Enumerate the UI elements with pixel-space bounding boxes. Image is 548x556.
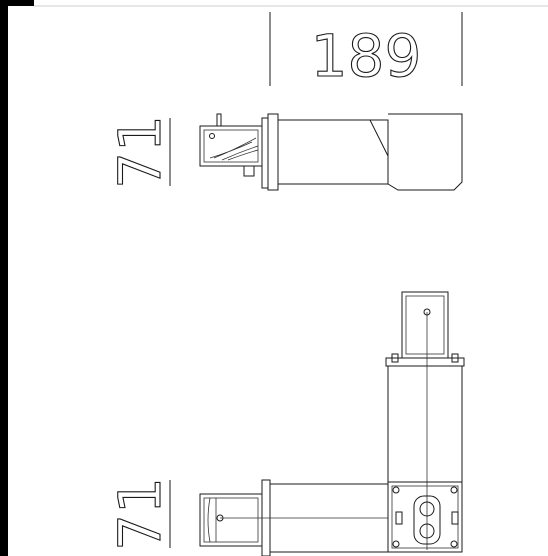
housing-bevel [369,119,389,184]
flange [267,113,279,191]
socket-hole-top [419,501,435,517]
corner-block [387,481,463,553]
corner-screw-tr [450,486,458,494]
dimension-71-top: 71 [105,115,174,190]
dim-71-top-label: 71 [106,115,174,189]
corner-slot-left [395,511,403,525]
socket-hole-bottom [419,523,435,539]
housing-body [277,119,389,185]
adapter-head [199,125,263,167]
corner-screw-bl [392,540,400,548]
corner-socket [413,495,441,545]
collar [261,117,269,189]
adapter-screw [209,133,215,139]
dimension-189: 189 [269,12,463,91]
end-cap [387,113,463,191]
dimension-71-bottom: 71 [105,477,174,552]
side-view-connector [199,113,463,191]
horizontal-contacts [207,497,217,543]
dim-71-bottom-label: 71 [106,477,174,551]
bottom-tab [243,165,255,177]
horizontal-adapter-inner [203,497,259,543]
top-view-l-connector [199,291,465,556]
spring-contacts [209,137,259,161]
top-contact-pin [216,113,222,127]
corner-slot-right [451,511,459,525]
left-edge-bar [0,0,8,556]
corner-screw-br [450,540,458,548]
corner-screw-tl [392,486,400,494]
vertical-adapter-inner [405,295,445,355]
vertical-housing [387,365,463,483]
dim-189-label: 189 [311,22,422,90]
vertical-adapter-head [401,291,449,359]
top-edge-bar [8,0,34,6]
